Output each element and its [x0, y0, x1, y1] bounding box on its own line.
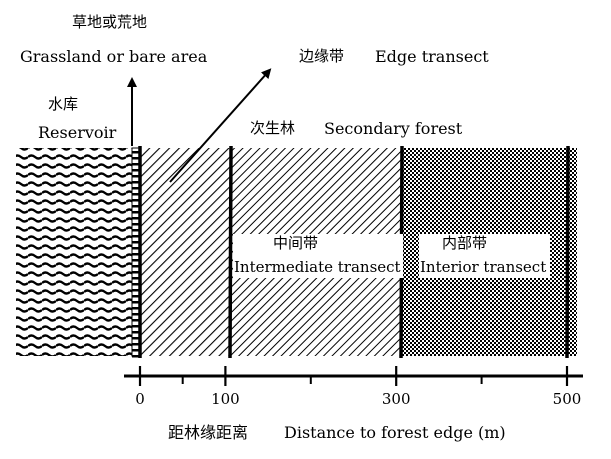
forest-tail: [567, 148, 577, 356]
boundary-100: [228, 145, 233, 359]
grassland-label-cn: 草地或荒地: [72, 13, 148, 31]
edge-zone: [140, 148, 230, 356]
axis-title-en: Distance to forest edge (m): [284, 423, 506, 442]
reservoir-label-cn: 水库: [48, 95, 79, 113]
interior-label-en: Interior transect: [420, 258, 547, 276]
axis-title-cn: 距林缘距离: [168, 423, 249, 442]
edge-arrow: [169, 68, 272, 183]
axis-tick-label-0: 0: [135, 390, 145, 408]
interior-label-bg: [419, 234, 550, 278]
reservoir-area: [16, 148, 132, 356]
edge-strip: [131, 147, 141, 358]
axis-tick-label-100: 100: [211, 390, 240, 408]
intermediate-label-bg: [233, 234, 403, 278]
edge-label-en: Edge transect: [375, 47, 489, 66]
distance-axis: 0 100 300 500: [124, 366, 583, 408]
forest-label-cn: 次生林: [250, 119, 296, 137]
axis-tick-label-500: 500: [553, 390, 582, 408]
reservoir-label-en: Reservoir: [38, 123, 117, 142]
grassland-label-en: Grassland or bare area: [20, 47, 208, 66]
intermediate-label-en: Intermediate transect: [234, 258, 401, 276]
forest-label-en: Secondary forest: [324, 119, 463, 138]
interior-label-cn: 内部带: [442, 234, 488, 252]
axis-tick-label-300: 300: [382, 390, 411, 408]
intermediate-label-cn: 中间带: [273, 234, 319, 252]
boundary-500: [565, 145, 570, 359]
edge-label-cn: 边缘带: [299, 47, 345, 65]
